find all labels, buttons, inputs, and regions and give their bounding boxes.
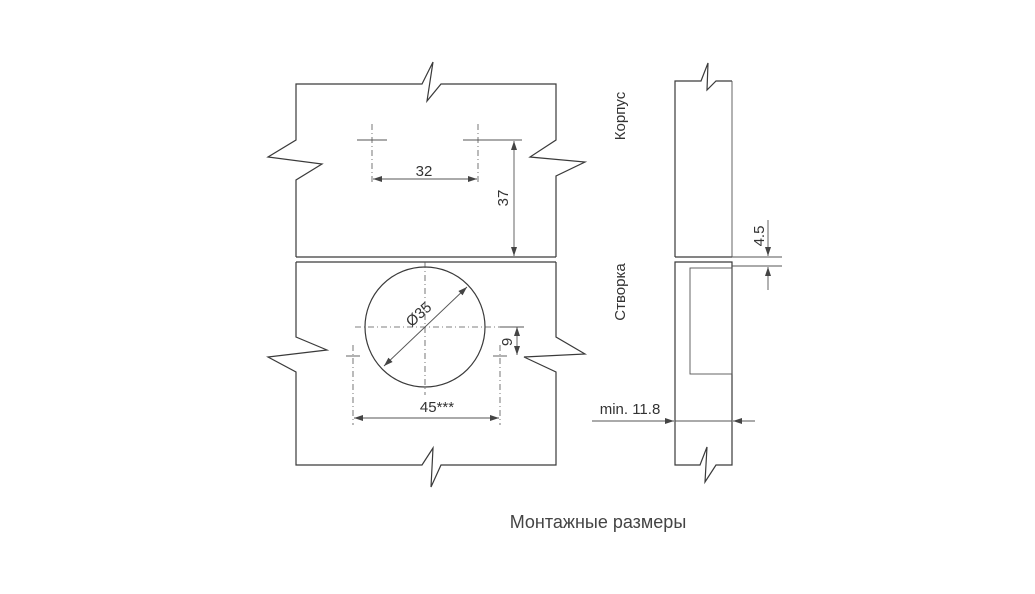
side-cup-recess — [689, 267, 733, 375]
label-door: Створка — [612, 263, 629, 321]
side-door-outline — [674, 261, 733, 485]
dim-label-32: 32 — [416, 163, 433, 180]
dim-label-min-11-8: min. 11.8 — [600, 401, 661, 418]
diagram-caption: Монтажные размеры — [510, 512, 687, 532]
dim-line-diameter — [383, 286, 468, 367]
dim-label-diameter: Ø35 — [403, 299, 435, 331]
door-panel-outline — [266, 262, 588, 488]
dim-label-4-5: 4.5 — [751, 226, 768, 247]
dim-label-45: 45*** — [420, 399, 454, 416]
side-cabinet-outline — [674, 62, 732, 257]
cabinet-panel-outline — [266, 61, 588, 257]
label-cabinet: Корпус — [612, 91, 629, 140]
dim-label-37: 37 — [495, 190, 512, 207]
dim-label-9: 9 — [499, 338, 516, 346]
